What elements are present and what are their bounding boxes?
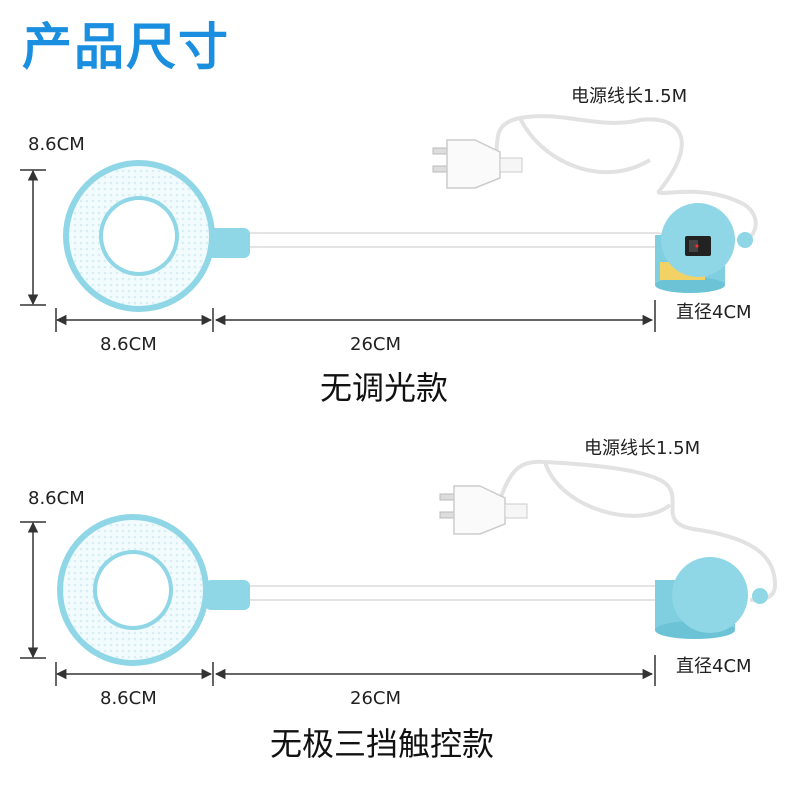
cord-length-label: 电源线长1.5M	[584, 438, 701, 459]
head-width-label: 8.6CM	[100, 334, 157, 355]
model-name: 无极三挡触控款	[270, 725, 495, 763]
touch-base	[655, 557, 768, 639]
lamp-variant-1	[20, 114, 758, 332]
arm-length-label: 26CM	[350, 334, 402, 355]
cord-length-label: 电源线长1.5M	[571, 86, 688, 107]
arm-length-label: 26CM	[350, 688, 402, 709]
power-cord	[498, 459, 778, 602]
plug-icon	[432, 139, 523, 189]
gooseneck-arm	[244, 585, 686, 601]
page-title: 产品尺寸	[22, 18, 230, 76]
head-width-label: 8.6CM	[100, 688, 157, 709]
power-cord	[488, 114, 758, 247]
lamp-variant-2	[20, 459, 778, 686]
base-with-switch	[655, 203, 753, 293]
model-name: 无调光款	[320, 369, 449, 407]
base-diameter-label: 直径4CM	[676, 656, 752, 677]
base-diameter-label: 直径4CM	[676, 302, 752, 323]
height-label: 8.6CM	[28, 488, 85, 509]
plug-icon	[439, 485, 528, 535]
gooseneck-arm	[244, 232, 666, 248]
height-label: 8.6CM	[28, 134, 85, 155]
